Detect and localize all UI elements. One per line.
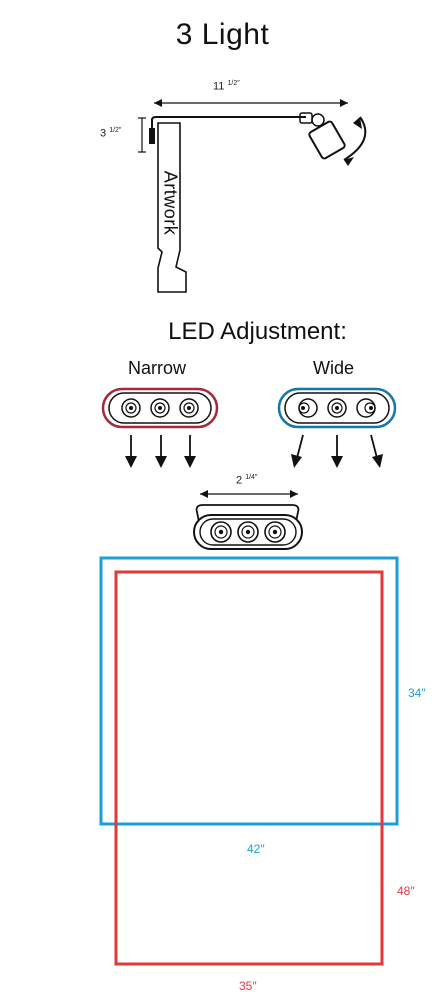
- lamp-head: [299, 112, 346, 160]
- rotation-arrow: [343, 116, 367, 166]
- wide-coverage-area: [99, 556, 399, 826]
- arm-length-label: 11 1/2″: [213, 80, 240, 93]
- wide-label: Wide: [313, 358, 355, 378]
- arm-dimension-line: [154, 99, 348, 107]
- narrow-width-label: 35″: [239, 979, 257, 993]
- artwork-panel: [157, 122, 187, 293]
- fixture-width-fraction: 1/4″: [245, 474, 258, 481]
- narrow-height-label: 48″: [397, 884, 415, 898]
- drop-length-value: 3: [100, 127, 107, 140]
- wide-beam-arrows: [291, 434, 383, 468]
- led-module-wide: [277, 387, 397, 429]
- narrow-label: Narrow: [128, 358, 187, 378]
- narrow-beam-arrows: [125, 435, 196, 468]
- arm-length-fraction: 1/2″: [227, 80, 240, 87]
- artwork-label: Artwork: [160, 170, 181, 236]
- fixture-width-label: 2 1/4″: [236, 474, 257, 487]
- narrow-coverage-area: [114, 570, 384, 966]
- led-adjustment-title: LED Adjustment:: [168, 318, 347, 345]
- drop-length-fraction: 1/2″: [109, 127, 122, 134]
- fixture-width-value: 2: [236, 474, 243, 487]
- drop-dimension-line: [138, 117, 146, 153]
- wide-height-label: 34″: [408, 686, 426, 700]
- page-title: 3 Light: [175, 18, 270, 51]
- lamp-arm: [149, 116, 306, 144]
- wide-width-label: 42″: [247, 842, 265, 856]
- led-module-narrow: [101, 387, 219, 429]
- led-fixture: [193, 504, 303, 550]
- drop-length-label: 3 1/2″: [100, 127, 121, 140]
- arm-length-value: 11: [213, 80, 225, 93]
- fixture-width-dimension-line: [200, 490, 298, 498]
